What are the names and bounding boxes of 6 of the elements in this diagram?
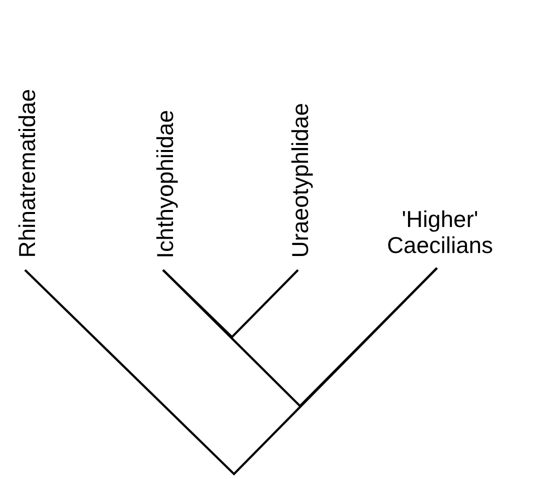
- taxon-label: Uraeotyphlidae: [288, 103, 313, 258]
- taxon-label: 'Higher' Caecilians: [370, 207, 510, 258]
- taxon-label: Rhinatrematidae: [14, 89, 40, 258]
- tree-branch: [162, 267, 438, 408]
- tree-branch: [162, 269, 299, 339]
- taxon-label: Ichthyophiidae: [152, 110, 178, 258]
